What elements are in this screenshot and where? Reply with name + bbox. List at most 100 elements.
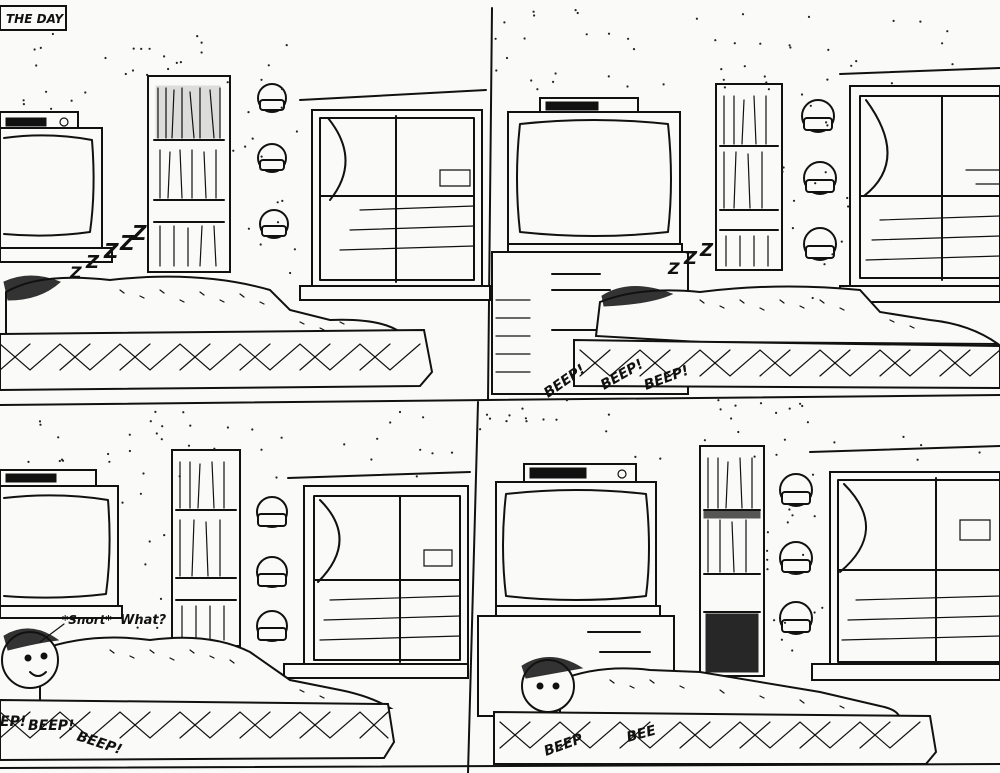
wall-dot [788,508,791,511]
wall-dot [766,568,769,571]
wall-hats [256,496,288,642]
wall-dot [167,67,170,71]
wall-dot [826,78,829,81]
panel-2: Z Z Z BEEP! BEEP! BEEP! [491,67,1000,401]
wall-dot [121,501,124,504]
wall-dot [70,99,73,102]
wall-dot [60,458,64,461]
wall-dot [505,420,508,423]
wall-texture [22,9,981,652]
wall-dot [140,617,143,620]
sleeping-person [594,285,1000,346]
wall-dot [825,121,828,124]
wall-dot [719,408,722,411]
wall-dot [524,417,528,420]
wall-dot [200,41,203,44]
wall-dot [789,46,792,49]
wall-dot [260,155,263,158]
wall-dot [766,549,769,552]
wall-dot [833,441,836,444]
bookshelf [699,445,765,677]
wall-dot [35,64,38,67]
wall-dot [182,411,185,414]
wall-dot [821,606,824,609]
wall-dot [919,20,922,23]
wall-dot [144,563,147,566]
wall-dot [260,448,263,451]
title-text: THE DAY [6,12,64,26]
wall-dot [415,475,418,478]
wall-dot [450,451,454,454]
wall-dot [730,417,733,420]
wall-dot [607,413,611,416]
wall-dot [565,399,569,402]
sfx-z: Z [131,221,147,245]
wall-dot [813,611,816,614]
wall-dot [781,170,784,173]
wall-dot [813,515,816,518]
wall-dot [488,417,492,420]
wall-dot [161,425,164,428]
wall-dot [809,104,812,107]
wall-dot [703,439,707,442]
wall-dot [780,638,784,641]
wall-dot [276,201,279,204]
wall-dot [128,449,131,453]
wall-dot [634,455,637,458]
wall-dot [148,540,151,543]
wall-dot [260,78,263,81]
wall-dot [160,438,163,441]
bed [0,698,396,762]
sfx-z: Z [683,248,698,269]
wall-dot [523,37,526,40]
wall-dot [717,399,720,402]
bed [0,328,434,392]
wall-dot [156,626,159,630]
wall-dot [831,253,834,256]
wall-dot [142,472,145,475]
wall-dot [370,458,373,461]
wall-dot [723,86,727,89]
wall-dot [200,51,203,54]
wall-dot [555,418,558,421]
sfx-beep: EP! [0,714,26,730]
wall-dot [84,91,87,94]
sfx-beep: BEE [625,723,658,746]
wall-dot [179,61,182,64]
speech-what: What? [120,613,167,628]
wall-dot [576,11,579,15]
sfx-z: Z [119,231,135,255]
wall-dot [632,48,636,51]
wall-dot [505,56,509,60]
waking-person [1,628,394,709]
wall-dot [788,44,791,47]
wall-dot [892,19,895,22]
wall-dot [741,13,745,16]
sfx-z: Z [85,252,100,273]
wall-dot [627,37,630,40]
wall-dot [285,44,288,47]
wall-dot [154,410,157,413]
wall-dot [22,99,25,102]
panel-4: BEEP BEE [477,445,1000,765]
wall-dot [189,424,192,427]
sleeping-person [3,275,403,344]
wall-dot [213,447,216,450]
wall-dot [811,296,814,300]
wall-dot [293,248,296,251]
wall-dot [765,81,768,84]
wall-dot [124,72,127,76]
snore-sfx: Z Z Z [667,240,714,278]
wall-dot [585,33,588,36]
wall-dot [104,56,107,60]
wall-dot [734,404,737,407]
wall-dot [766,558,769,561]
wall-dot [27,460,30,463]
wall-dot [196,35,199,38]
wall-dot [149,420,152,423]
wall-dot [376,437,379,440]
wall-dot [753,455,756,458]
wall-hats [779,473,813,635]
waking-person [521,657,902,721]
